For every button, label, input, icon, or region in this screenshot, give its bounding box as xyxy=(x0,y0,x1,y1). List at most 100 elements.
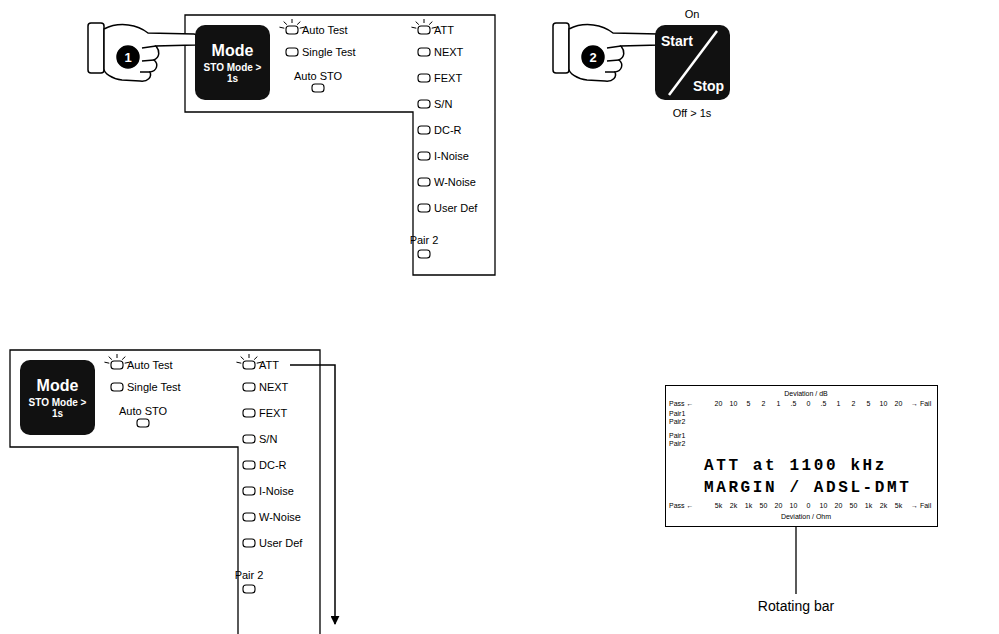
led-label: W-Noise xyxy=(434,176,476,189)
button-sublabel: STO Mode > 1s xyxy=(203,62,263,84)
scale-value: 50 xyxy=(849,501,859,510)
led-label: Auto Test xyxy=(302,24,348,37)
flash-ray xyxy=(429,22,432,25)
led xyxy=(418,100,430,108)
scale-value: 2k xyxy=(729,501,738,510)
led xyxy=(243,539,255,547)
hand xyxy=(88,23,200,81)
pair-label: Pair2 xyxy=(668,417,686,426)
flash-ray xyxy=(104,362,109,363)
scale-value: 0 xyxy=(806,501,812,510)
led xyxy=(286,48,298,56)
led xyxy=(286,26,298,34)
button-sublabel: STO Mode > 1s xyxy=(28,397,88,419)
button-label: Mode xyxy=(37,377,79,395)
led xyxy=(243,585,255,593)
led xyxy=(243,513,255,521)
led xyxy=(243,383,255,391)
start-stop-button: StartStop xyxy=(655,25,730,100)
flash-ray xyxy=(424,19,425,23)
led xyxy=(418,152,430,160)
led xyxy=(243,435,255,443)
led-label: NEXT xyxy=(434,46,463,59)
scale-value: 2 xyxy=(761,399,767,408)
flash-ray xyxy=(249,354,250,358)
scale-value: 10 xyxy=(819,501,829,510)
scale-end: Pass ← xyxy=(668,501,695,510)
led-label: Single Test xyxy=(127,381,181,394)
scale-value: 5 xyxy=(866,399,872,408)
led-label: Auto Test xyxy=(127,359,173,372)
scale-value: 10 xyxy=(729,399,739,408)
scale-value: 20 xyxy=(774,501,784,510)
scale-value: 10 xyxy=(789,501,799,510)
led xyxy=(418,250,430,258)
flash-ray xyxy=(411,27,416,28)
led xyxy=(137,419,149,427)
led-label: DC-R xyxy=(434,124,462,137)
led xyxy=(243,361,255,369)
led-label: I-Noise xyxy=(434,150,469,163)
led-label: NEXT xyxy=(259,381,288,394)
annotation: Rotating bar xyxy=(756,598,836,614)
led xyxy=(111,383,123,391)
callout-number: 2 xyxy=(589,50,596,65)
scale-value: 1 xyxy=(836,399,842,408)
scale-end: → Fail xyxy=(910,399,932,408)
scale-value: 20 xyxy=(834,501,844,510)
button-label: ATT at 1100 kHz xyxy=(704,457,887,475)
flash-ray xyxy=(122,357,125,360)
scale-title: Deviation / dB xyxy=(783,389,829,398)
led xyxy=(312,84,324,92)
flash-ray xyxy=(279,27,284,28)
led-label: FEXT xyxy=(434,72,462,85)
led-label: Pair 2 xyxy=(235,569,264,582)
led-label: Auto STO xyxy=(119,405,167,418)
led-label: ATT xyxy=(259,359,279,372)
flash-ray xyxy=(284,22,287,25)
scale-value: 1 xyxy=(776,399,782,408)
flash-ray xyxy=(254,357,257,360)
button-sublabel: MARGIN / ADSL-DMT xyxy=(704,479,911,497)
scale-value: 50 xyxy=(759,501,769,510)
scale-value: 2 xyxy=(851,399,857,408)
scale-value: 10 xyxy=(879,399,889,408)
scale-end: Pass ← xyxy=(668,399,695,408)
led-label: S/N xyxy=(434,98,452,111)
led xyxy=(243,409,255,417)
led xyxy=(418,48,430,56)
scale-end: → Fail xyxy=(910,501,932,510)
panel-outline xyxy=(185,15,495,275)
led-label: Single Test xyxy=(302,46,356,59)
led-label: User Def xyxy=(434,202,477,215)
button-label: Mode xyxy=(212,42,254,60)
led xyxy=(418,126,430,134)
led-label: Pair 2 xyxy=(410,234,439,247)
flash-ray xyxy=(241,357,244,360)
led-group xyxy=(111,26,430,593)
led-label: ATT xyxy=(434,24,454,37)
flash-ray xyxy=(297,22,300,25)
panel-outline xyxy=(10,350,320,634)
scale-value: 20 xyxy=(894,399,904,408)
led-label: DC-R xyxy=(259,459,287,472)
led xyxy=(243,487,255,495)
led-label: I-Noise xyxy=(259,485,294,498)
button-note: Off > 1s xyxy=(673,107,712,120)
callout-number: 1 xyxy=(124,50,131,65)
led xyxy=(418,178,430,186)
flash-ray xyxy=(109,357,112,360)
led-label: W-Noise xyxy=(259,511,301,524)
flash-ray xyxy=(416,22,419,25)
button-label: Start xyxy=(661,33,693,49)
hand xyxy=(553,23,665,81)
scale-value: 5k xyxy=(714,501,723,510)
mode-button: ModeSTO Mode > 1s xyxy=(195,25,270,100)
pair-label: Pair2 xyxy=(668,439,686,448)
scale-value: 2k xyxy=(879,501,888,510)
flash-ray xyxy=(292,19,293,23)
button-sublabel: Stop xyxy=(693,78,724,94)
led-label: S/N xyxy=(259,433,277,446)
